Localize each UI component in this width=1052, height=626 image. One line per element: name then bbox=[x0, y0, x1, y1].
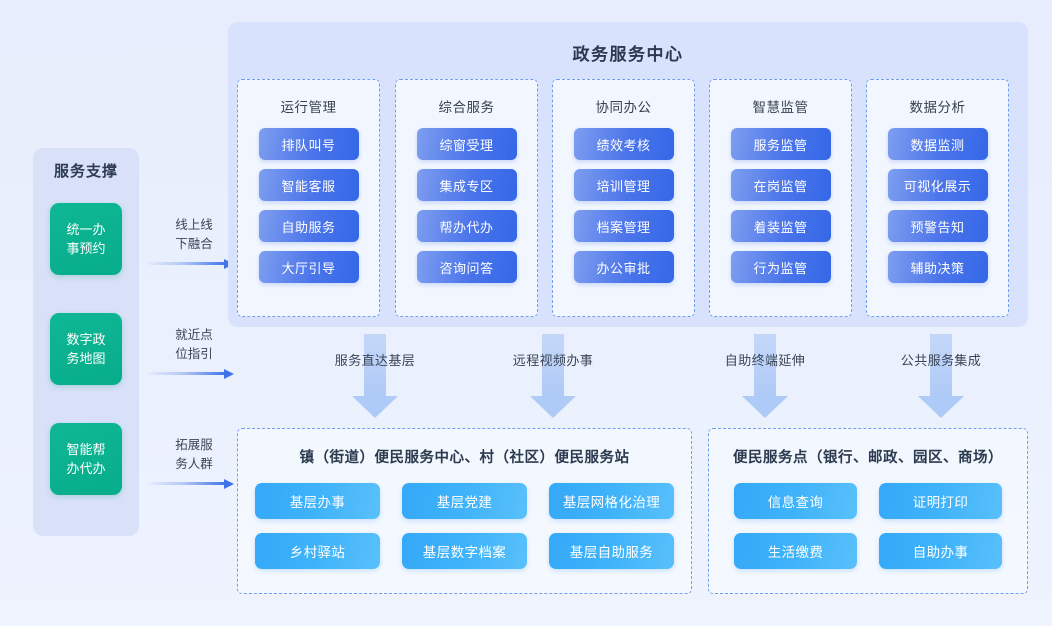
bottom-chip-item[interactable]: 基层网格化治理 bbox=[549, 483, 674, 519]
chip-item[interactable]: 大厅引导 bbox=[258, 251, 359, 283]
chip-item[interactable]: 着装监管 bbox=[730, 210, 831, 242]
chip-item[interactable]: 辅助决策 bbox=[887, 251, 988, 283]
chip-item[interactable]: 自助服务 bbox=[258, 210, 359, 242]
support-card-label: 统一办 事预约 bbox=[66, 222, 106, 256]
column-title: 协同办公 bbox=[595, 100, 652, 115]
bottom-chip-item[interactable]: 自助办事 bbox=[879, 533, 1002, 569]
bottom-box-convenience-points: 便民服务点（银行、邮政、园区、商场） 信息查询 证明打印 生活缴费 自助办事 bbox=[708, 428, 1028, 594]
column-collaborative-office: 协同办公 绩效考核 培训管理 档案管理 办公审批 bbox=[552, 79, 695, 317]
arrow-right-icon bbox=[148, 368, 240, 379]
chip-item[interactable]: 综窗受理 bbox=[416, 128, 517, 160]
chip-item[interactable]: 培训管理 bbox=[573, 169, 674, 201]
bottom-chip-item[interactable]: 生活缴费 bbox=[734, 533, 857, 569]
bottom-chip-item[interactable]: 基层党建 bbox=[402, 483, 527, 519]
flow-label: 公共服务集成 bbox=[900, 353, 982, 368]
arrow-right-icon bbox=[148, 478, 240, 489]
support-card-digital-map[interactable]: 数字政 务地图 bbox=[50, 313, 122, 385]
chip-item[interactable]: 服务监管 bbox=[730, 128, 831, 160]
column-data-analysis: 数据分析 数据监测 可视化展示 预警告知 辅助决策 bbox=[866, 79, 1009, 317]
flow-label-remote-video: 远程视频办事 bbox=[478, 350, 628, 369]
chip-item[interactable]: 数据监测 bbox=[887, 128, 988, 160]
connector-label: 线上线 下融合 bbox=[175, 218, 213, 251]
chip-item[interactable]: 智能客服 bbox=[258, 169, 359, 201]
column-comprehensive-service: 综合服务 综窗受理 集成专区 帮办代办 咨询问答 bbox=[395, 79, 538, 317]
bottom-chip-item[interactable]: 乡村驿站 bbox=[255, 533, 380, 569]
flow-label-service-to-grassroots: 服务直达基层 bbox=[300, 350, 450, 369]
column-title: 综合服务 bbox=[438, 100, 495, 115]
arrow-down-icon bbox=[918, 334, 964, 418]
connector-label: 拓展服 务人群 bbox=[175, 438, 213, 471]
support-card-label: 智能帮 办代办 bbox=[66, 442, 106, 476]
bottom-chip-item[interactable]: 基层数字档案 bbox=[402, 533, 527, 569]
arrow-down-icon bbox=[530, 334, 576, 418]
bottom-box-title: 便民服务点（银行、邮政、园区、商场） bbox=[733, 450, 1003, 466]
bottom-chip-item[interactable]: 基层办事 bbox=[255, 483, 380, 519]
column-operations-management: 运行管理 排队叫号 智能客服 自助服务 大厅引导 bbox=[237, 79, 380, 317]
chip-item[interactable]: 可视化展示 bbox=[887, 169, 988, 201]
chip-item[interactable]: 预警告知 bbox=[887, 210, 988, 242]
service-center-title: 政务服务中心 bbox=[572, 45, 684, 64]
chip-item[interactable]: 在岗监管 bbox=[730, 169, 831, 201]
chip-item[interactable]: 绩效考核 bbox=[573, 128, 674, 160]
chip-item[interactable]: 档案管理 bbox=[573, 210, 674, 242]
chip-item[interactable]: 排队叫号 bbox=[258, 128, 359, 160]
chip-item[interactable]: 帮办代办 bbox=[416, 210, 517, 242]
chip-item[interactable]: 咨询问答 bbox=[416, 251, 517, 283]
bottom-box-title: 镇（街道）便民服务中心、村（社区）便民服务站 bbox=[299, 450, 630, 466]
flow-label: 自助终端延伸 bbox=[724, 353, 806, 368]
chip-item[interactable]: 办公审批 bbox=[573, 251, 674, 283]
column-smart-supervision: 智慧监管 服务监管 在岗监管 着装监管 行为监管 bbox=[709, 79, 852, 317]
support-card-unified-appointment[interactable]: 统一办 事预约 bbox=[50, 203, 122, 275]
flow-label-self-service-terminal: 自助终端延伸 bbox=[690, 350, 840, 369]
connector-label: 就近点 位指引 bbox=[175, 328, 213, 361]
chip-item[interactable]: 行为监管 bbox=[730, 251, 831, 283]
support-card-smart-assist[interactable]: 智能帮 办代办 bbox=[50, 423, 122, 495]
bottom-chip-item[interactable]: 基层自助服务 bbox=[549, 533, 674, 569]
arrow-down-icon bbox=[742, 334, 788, 418]
column-title: 数据分析 bbox=[909, 100, 966, 115]
flow-label-public-service-integration: 公共服务集成 bbox=[866, 350, 1016, 369]
bottom-chip-item[interactable]: 信息查询 bbox=[734, 483, 857, 519]
flow-label: 服务直达基层 bbox=[334, 353, 416, 368]
arrow-down-icon bbox=[352, 334, 398, 418]
support-panel-title: 服务支撑 bbox=[53, 163, 118, 180]
arrow-right-icon bbox=[148, 258, 240, 269]
connector-online-offline: 线上线 下融合 bbox=[148, 216, 240, 269]
bottom-chip-item[interactable]: 证明打印 bbox=[879, 483, 1002, 519]
support-card-label: 数字政 务地图 bbox=[66, 332, 106, 366]
bottom-box-township-service: 镇（街道）便民服务中心、村（社区）便民服务站 基层办事 基层党建 基层网格化治理… bbox=[237, 428, 692, 594]
column-title: 智慧监管 bbox=[752, 100, 809, 115]
connector-nearby-guidance: 就近点 位指引 bbox=[148, 326, 240, 379]
connector-expand-population: 拓展服 务人群 bbox=[148, 436, 240, 489]
flow-label: 远程视频办事 bbox=[512, 353, 594, 368]
chip-item[interactable]: 集成专区 bbox=[416, 169, 517, 201]
column-title: 运行管理 bbox=[280, 100, 337, 115]
